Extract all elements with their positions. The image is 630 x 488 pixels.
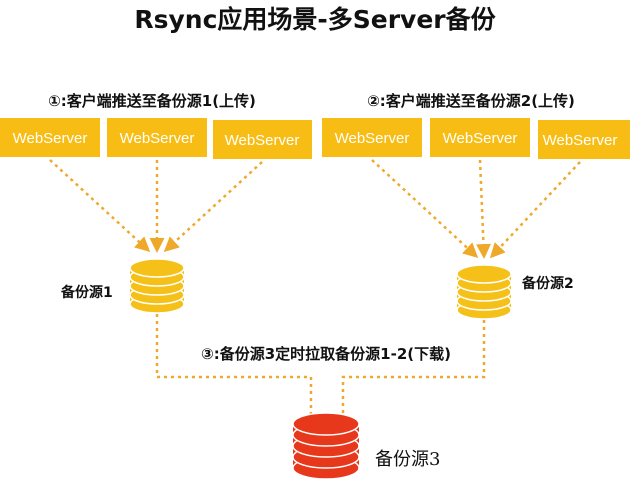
- database-disk: [129, 258, 185, 278]
- webserver-label: WebServer: [543, 132, 618, 149]
- webserver-box: WebServer: [322, 118, 422, 157]
- step3-caption: ③:备份源3定时拉取备份源1-2(下载): [201, 345, 451, 363]
- webserver-label: WebServer: [225, 132, 300, 149]
- upload-arrow: [371, 159, 479, 259]
- webserver-label: WebServer: [335, 130, 410, 147]
- pull-line-from-backup2: [341, 320, 486, 414]
- upload-arrow: [476, 159, 491, 259]
- group2-servers: WebServer WebServer WebServer: [322, 118, 630, 159]
- webserver-label: WebServer: [13, 130, 88, 147]
- group1-servers: WebServer WebServer WebServer: [0, 118, 312, 159]
- webserver-box: WebServer: [0, 118, 100, 157]
- webserver-box: WebServer: [538, 120, 630, 159]
- upload-arrow: [49, 159, 151, 253]
- webserver-box: WebServer: [107, 118, 207, 157]
- webserver-box: WebServer: [430, 118, 530, 157]
- webserver-label: WebServer: [120, 130, 195, 147]
- step2-caption: ②:客户端推送至备份源2(上传): [367, 92, 575, 110]
- backup3-label: 备份源3: [375, 449, 440, 470]
- upload-arrows-group1: [49, 159, 263, 253]
- database-disk: [292, 412, 360, 436]
- backup1-database-icon: [129, 258, 185, 314]
- backup2-label: 备份源2: [521, 275, 574, 292]
- upload-arrow: [489, 161, 581, 259]
- database-disk: [456, 264, 512, 284]
- pull-line-from-backup1: [155, 314, 313, 414]
- backup3-database-icon: [292, 412, 360, 480]
- diagram-title: Rsync应用场景-多Server备份: [134, 5, 495, 34]
- step1-caption: ①:客户端推送至备份源1(上传): [48, 92, 256, 110]
- webserver-label: WebServer: [443, 130, 518, 147]
- backup1-label: 备份源1: [60, 284, 113, 301]
- upload-arrows-group2: [371, 159, 581, 259]
- upload-arrow: [163, 161, 263, 253]
- webserver-box: WebServer: [213, 120, 312, 159]
- pull-connector: [155, 314, 486, 414]
- backup2-database-icon: [456, 264, 512, 320]
